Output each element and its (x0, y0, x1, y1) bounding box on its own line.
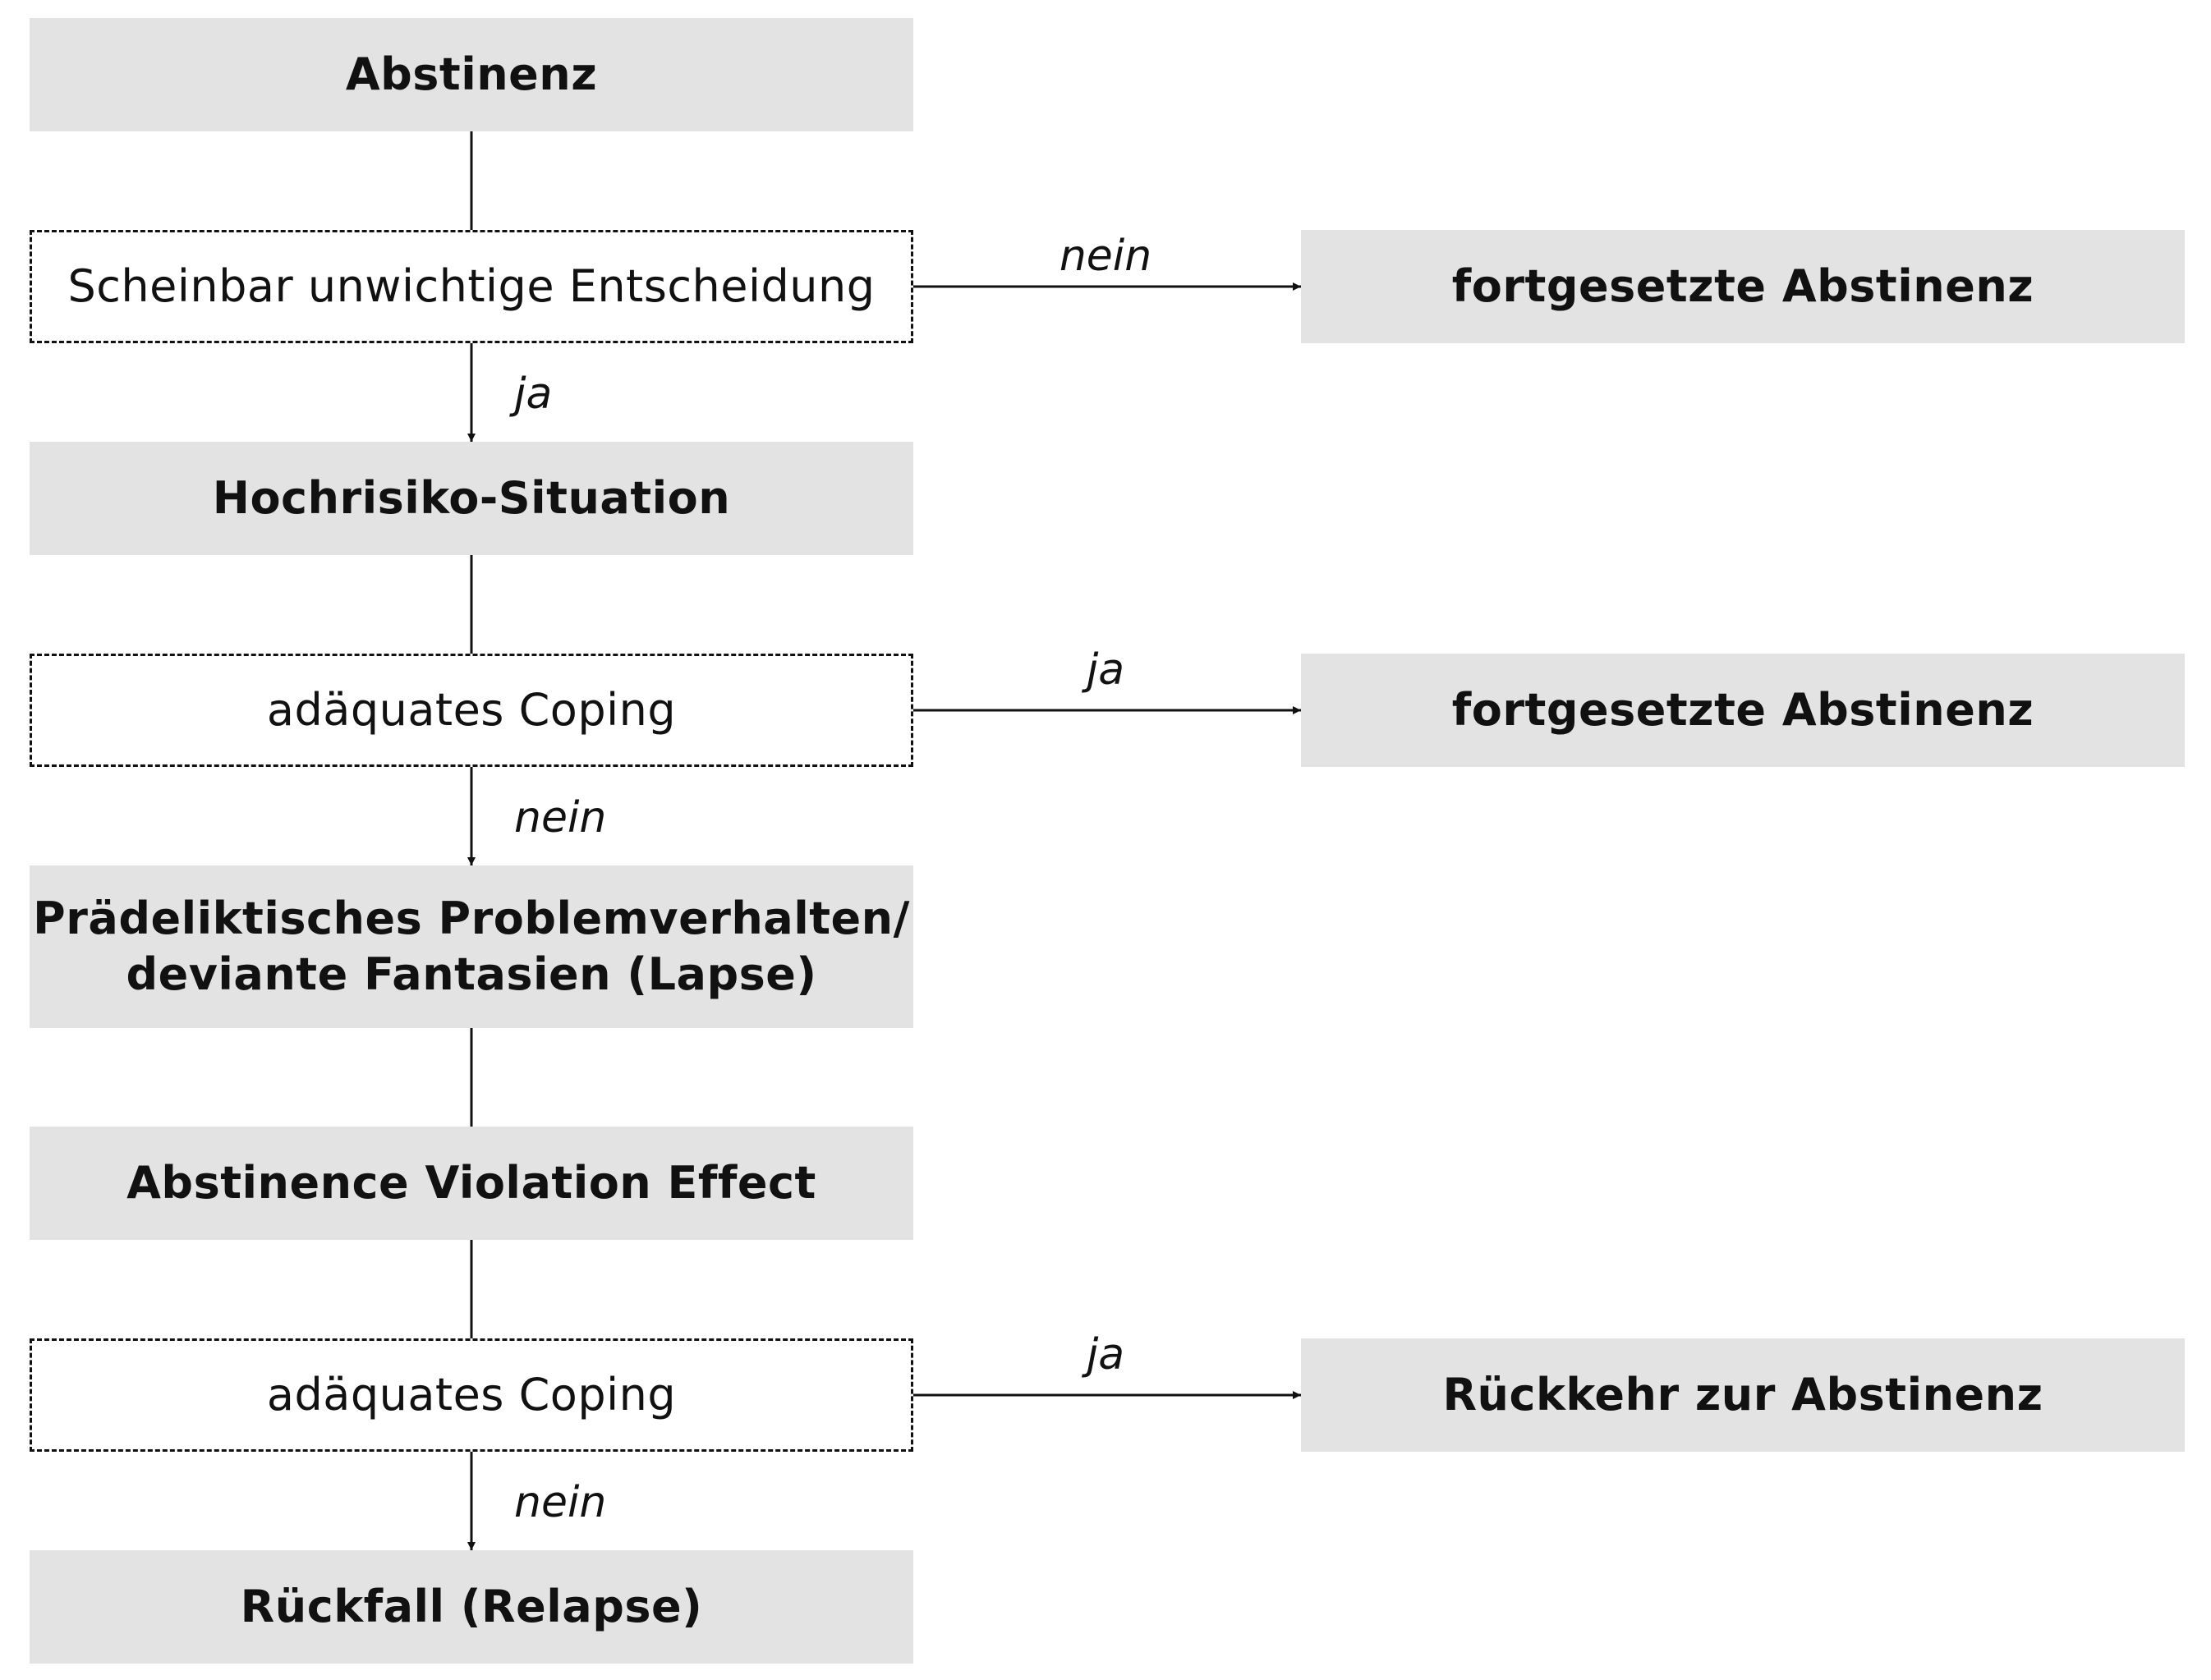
node-label: Abstinence Violation Effect (126, 1157, 816, 1209)
node-adaequates-coping-1: adäquates Coping (30, 654, 913, 767)
node-label: adäquates Coping (266, 684, 677, 736)
node-rueckkehr-zur-abstinenz: Rückkehr zur Abstinenz (1301, 1338, 2185, 1452)
node-fortgesetzte-abstinenz-2: fortgesetzte Abstinenz (1301, 654, 2185, 767)
edge-label-ja: ja (514, 370, 553, 419)
edge-label-ja: ja (1086, 1330, 1125, 1379)
node-label: Hochrisiko-Situation (212, 472, 731, 524)
edge-label-nein: nein (1059, 232, 1152, 281)
node-label: fortgesetzte Abstinenz (1451, 684, 2034, 736)
edge-label-nein: nein (514, 1478, 607, 1527)
node-praedeliktisches-problemverhalten: Prädeliktisches Problemverhalten/ devian… (30, 865, 913, 1028)
node-label: Rückkehr zur Abstinenz (1442, 1369, 2043, 1421)
node-label: adäquates Coping (266, 1369, 677, 1421)
node-label: Scheinbar unwichtige Entscheidung (67, 260, 876, 312)
edge-label-nein: nein (514, 793, 607, 842)
edge-label-ja: ja (1086, 645, 1125, 695)
node-label: fortgesetzte Abstinenz (1451, 260, 2034, 312)
node-label: Rückfall (Relapse) (240, 1581, 703, 1632)
node-scheinbar-unwichtige-entscheidung: Scheinbar unwichtige Entscheidung (30, 230, 913, 343)
node-fortgesetzte-abstinenz-1: fortgesetzte Abstinenz (1301, 230, 2185, 343)
node-abstinence-violation-effect: Abstinence Violation Effect (30, 1127, 913, 1240)
node-label-line-1: Prädeliktisches Problemverhalten/ (33, 893, 910, 944)
node-label-line-2: deviante Fantasien (Lapse) (126, 948, 817, 1000)
node-abstinenz: Abstinenz (30, 18, 913, 131)
node-hochrisiko-situation: Hochrisiko-Situation (30, 442, 913, 555)
node-adaequates-coping-2: adäquates Coping (30, 1338, 913, 1452)
node-rueckfall: Rückfall (Relapse) (30, 1550, 913, 1664)
node-label: Abstinenz (345, 48, 598, 100)
